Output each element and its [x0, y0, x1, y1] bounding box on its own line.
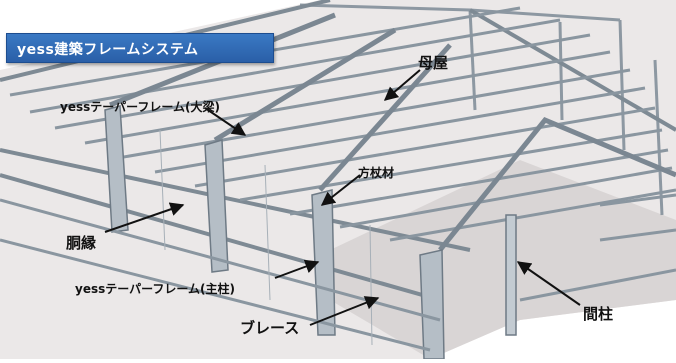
leader-tapered-column	[274, 259, 320, 279]
leader-intermediate-column	[516, 261, 581, 306]
wall-panel-lines	[159, 129, 373, 346]
leader-lines	[104, 69, 581, 326]
label-purlin: 母屋	[418, 54, 449, 72]
intermediate-column	[505, 214, 517, 336]
floor-shadow	[330, 160, 676, 359]
leader-stud	[320, 174, 361, 206]
rafters	[109, 12, 676, 252]
title-banner: yess建築フレームシステム	[6, 33, 274, 63]
main-columns	[104, 105, 445, 360]
label-girt: 胴縁	[66, 234, 97, 252]
title-text: yess建築フレームシステム	[17, 42, 199, 58]
leader-tapered-beam	[204, 107, 247, 136]
label-tapered-beam: yessテーパーフレーム(大梁)	[60, 100, 221, 114]
label-tapered-column: yessテーパーフレーム(主柱)	[75, 282, 236, 296]
leader-purlin	[383, 69, 421, 101]
leader-brace	[309, 296, 380, 326]
label-brace: ブレース	[240, 319, 300, 337]
label-stud: 方杖材	[358, 166, 395, 180]
label-intermediate-column: 間柱	[583, 305, 614, 323]
leader-girt	[104, 202, 185, 233]
